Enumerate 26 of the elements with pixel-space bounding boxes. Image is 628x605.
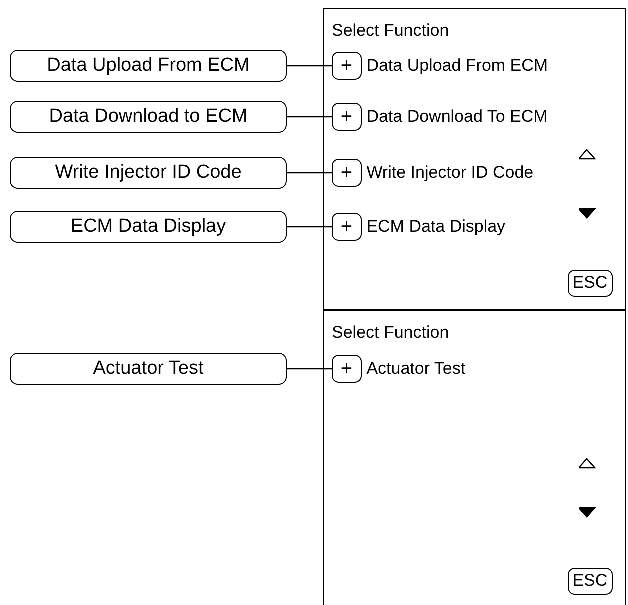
connector-line: [287, 172, 332, 174]
screen-panel: [323, 8, 626, 310]
function-label-box: Data Upload From ECM: [10, 50, 287, 82]
screen-title: Select Function: [332, 323, 450, 343]
function-label-box: Write Injector ID Code: [10, 157, 287, 189]
function-label-box: Data Download to ECM: [10, 101, 287, 133]
esc-button: ESC: [568, 270, 613, 297]
plus-button: +: [332, 52, 362, 80]
menu-item-label: Actuator Test: [366, 358, 467, 380]
menu-item-label: Write Injector ID Code: [366, 162, 535, 184]
menu-item-label: ECM Data Display: [366, 216, 507, 238]
menu-item-label: Data Download To ECM: [366, 106, 549, 128]
plus-button: +: [332, 212, 362, 241]
esc-button: ESC: [568, 568, 613, 595]
menu-item-label: Data Upload From ECM: [366, 54, 550, 77]
connector-line: [287, 226, 332, 228]
function-label-box: ECM Data Display: [10, 211, 287, 243]
screen-panel: [323, 310, 626, 605]
connector-line: [287, 368, 332, 370]
screen-title: Select Function: [332, 21, 450, 41]
plus-button: +: [332, 158, 362, 187]
plus-button: +: [332, 354, 362, 383]
function-label-box: Actuator Test: [10, 353, 287, 385]
connector-line: [287, 116, 332, 118]
plus-button: +: [332, 102, 362, 131]
connector-line: [287, 65, 332, 67]
